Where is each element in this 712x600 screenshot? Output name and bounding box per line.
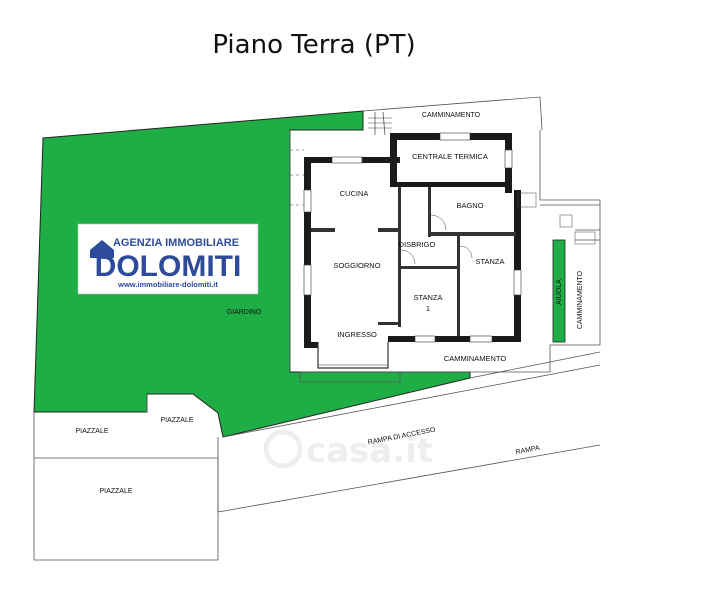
label-stanza-2: STANZA <box>475 257 504 266</box>
logo-url: www.immobiliare-dolomiti.it <box>117 280 218 289</box>
label-piazzale-left: PIAZZALE <box>75 428 108 435</box>
logo-top-line: AGENZIA IMMOBILIARE <box>113 237 239 249</box>
label-cucina: CUCINA <box>340 189 369 198</box>
label-camminamento-right: CAMMINAMENTO <box>577 270 584 329</box>
label-rampa: RAMPA <box>515 445 541 457</box>
site-outlines <box>33 96 601 561</box>
label-giardino: GIARDINO <box>227 309 262 316</box>
label-stanza-1: STANZA <box>413 293 442 302</box>
label-aiuola: AIUOLA <box>556 279 563 305</box>
plan-title: Piano Terra (PT) <box>212 30 416 60</box>
agency-logo: AGENZIA IMMOBILIARE DOLOMITI www.immobil… <box>77 223 259 295</box>
label-disbrigo: DISBRIGO <box>399 240 436 249</box>
building <box>290 117 596 369</box>
label-ingresso: INGRESSO <box>337 330 377 339</box>
label-soggiorno: SOGGIORNO <box>333 261 380 270</box>
label-centrale-termica: CENTRALE TERMICA <box>412 152 488 161</box>
label-camminamento-bottom: CAMMINAMENTO <box>444 354 507 363</box>
aiuola-strip <box>552 239 566 343</box>
watermark-text: casa.it <box>306 431 433 471</box>
logo-brand: DOLOMITI <box>95 250 242 283</box>
label-piazzale-mid: PIAZZALE <box>160 417 193 424</box>
label-camminamento-top: CAMMINAMENTO <box>422 112 481 119</box>
label-bagno: BAGNO <box>456 201 483 210</box>
label-stanza-1-number: 1 <box>426 304 430 313</box>
label-piazzale-bottom: PIAZZALE <box>99 488 132 495</box>
watermark: casa.it <box>263 429 433 471</box>
